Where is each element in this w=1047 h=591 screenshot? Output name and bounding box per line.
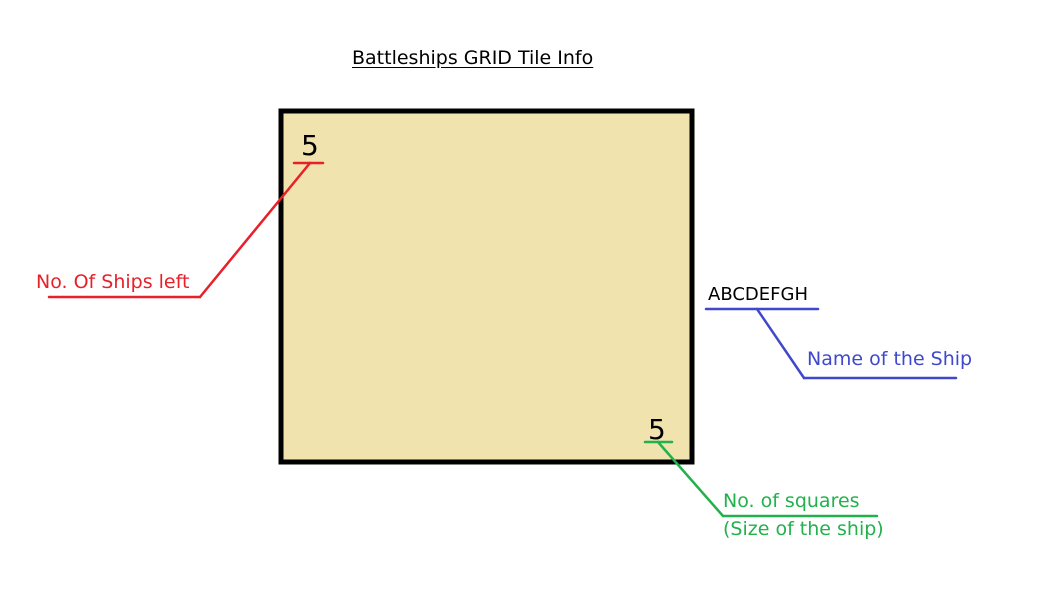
squares-leader (643, 440, 879, 518)
squares-value: 5 (648, 413, 666, 446)
ships-left-annotation: No. Of Ships left (36, 271, 190, 293)
diagram-title: Battleships GRID Tile Info (352, 47, 594, 69)
ships-left-leader-diagonal (198, 161, 312, 299)
ship-name-leader-diagonal (755, 307, 806, 380)
squares-annotation-line2: (Size of the ship) (723, 518, 884, 540)
ship-name-leader (704, 307, 958, 380)
grid-tile (278, 108, 695, 465)
ships-left-leader (47, 161, 325, 299)
ship-name-value: ABCDEFGH (708, 284, 808, 305)
ships-left-value: 5 (301, 129, 319, 162)
squares-leader-diagonal (656, 440, 725, 518)
ship-name-annotation: Name of the Ship (807, 348, 973, 370)
squares-annotation-line1: No. of squares (723, 490, 860, 512)
